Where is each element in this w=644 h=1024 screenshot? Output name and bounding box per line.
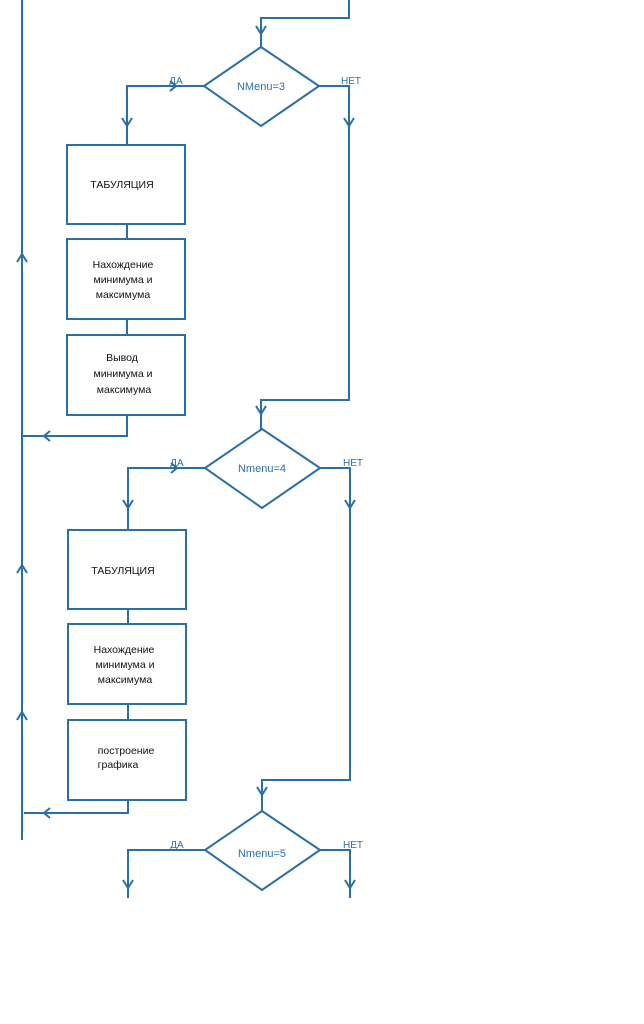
block-line: Нахождение: [93, 259, 154, 271]
no-label: НЕТ: [343, 458, 363, 469]
block-output-minmax: Вывод минимума и максимума: [66, 334, 186, 416]
decision-3-no-line: [260, 85, 350, 429]
no-label: НЕТ: [341, 76, 361, 87]
block-find-minmax-2: Нахождение минимума и максимума: [67, 623, 187, 705]
block-line: графика: [98, 759, 139, 771]
yes-label: ДА: [170, 458, 184, 469]
arrowhead: [16, 710, 28, 721]
block-line: максимума: [97, 384, 152, 396]
arrowhead: [122, 499, 134, 510]
decision-4-no-line: [261, 467, 351, 811]
block-find-minmax-1: Нахождение минимума и максимума: [66, 238, 186, 320]
arrowhead: [344, 879, 356, 890]
decision-nmenu-5: Nmenu=5 ДА НЕТ: [170, 809, 363, 892]
arrowhead: [344, 499, 356, 510]
arrowhead: [170, 462, 179, 474]
block-line: Нахождение: [94, 644, 155, 656]
yes-label: ДА: [170, 840, 184, 851]
return-line-2: [24, 800, 129, 814]
decision-3-yes-line: [126, 85, 204, 145]
decision-nmenu-3: NMenu=3 ДА НЕТ: [169, 45, 361, 128]
decision-text: Nmenu=5: [238, 848, 286, 860]
arrowhead: [16, 252, 28, 263]
decision-5-no-line: [320, 849, 351, 898]
decision-text: NMenu=3: [237, 81, 285, 93]
block-line: Вывод: [106, 352, 138, 364]
arrowhead: [121, 117, 133, 128]
entry-line: [260, 0, 350, 47]
block-line: минимума и: [93, 274, 152, 286]
arrowhead: [256, 786, 268, 797]
decision-text: Nmenu=4: [238, 463, 286, 475]
block-line: максимума: [98, 674, 153, 686]
block-tabulation-1: ТАБУЛЯЦИЯ: [66, 144, 186, 225]
block-line: максимума: [96, 289, 151, 301]
arrowhead: [42, 807, 51, 819]
arrowhead: [255, 405, 267, 416]
block-line: минимума и: [93, 368, 152, 380]
arrowhead: [255, 25, 267, 36]
decision-5-yes-line: [127, 849, 205, 898]
yes-label: ДА: [169, 76, 183, 87]
return-line-1: [22, 415, 128, 437]
block-build-graph: построение графика: [67, 719, 187, 801]
arrowhead: [169, 80, 178, 92]
arrowhead: [122, 879, 134, 890]
block-line: минимума и: [95, 659, 154, 671]
connector-lines: [21, 0, 351, 898]
arrowheads: [16, 25, 356, 890]
block-line: построение: [98, 745, 155, 757]
arrowhead: [16, 563, 28, 574]
decision-4-yes-line: [127, 467, 205, 530]
arrowhead: [42, 430, 51, 442]
block-line: ТАБУЛЯЦИЯ: [91, 565, 154, 577]
block-line: ТАБУЛЯЦИЯ: [90, 179, 153, 191]
block-tabulation-2: ТАБУЛЯЦИЯ: [67, 529, 187, 610]
decision-nmenu-4: Nmenu=4 ДА НЕТ: [170, 427, 363, 510]
no-label: НЕТ: [343, 840, 363, 851]
arrowhead: [343, 117, 355, 128]
